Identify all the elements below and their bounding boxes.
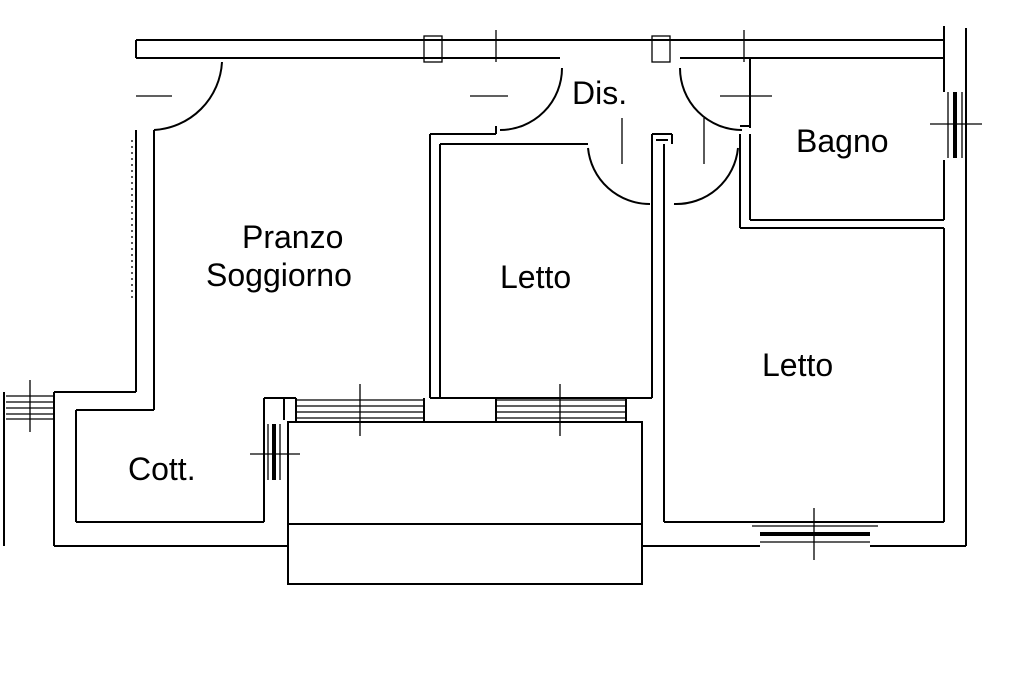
room-label-pranzo: Pranzo (242, 219, 343, 255)
room-label-letto-large: Letto (762, 347, 833, 383)
balcony (287, 421, 643, 585)
windows (6, 92, 982, 560)
window-living (295, 384, 425, 436)
room-label-dis: Dis. (572, 75, 627, 111)
interior-walls (263, 58, 945, 522)
doors (136, 61, 772, 206)
window-bagno (930, 92, 982, 160)
room-label-bagno: Bagno (796, 123, 889, 159)
exterior-walls (3, 26, 967, 547)
room-label-letto-small: Letto (500, 259, 571, 295)
window-letto-small (495, 384, 627, 436)
room-labels: Dis. Bagno Pranzo Soggiorno Letto Letto … (128, 75, 889, 487)
window-cucina (250, 424, 300, 480)
window-left (6, 380, 54, 432)
room-label-soggiorno: Soggiorno (206, 257, 352, 293)
window-letto-large (752, 508, 878, 560)
room-label-cottura: Cott. (128, 451, 196, 487)
